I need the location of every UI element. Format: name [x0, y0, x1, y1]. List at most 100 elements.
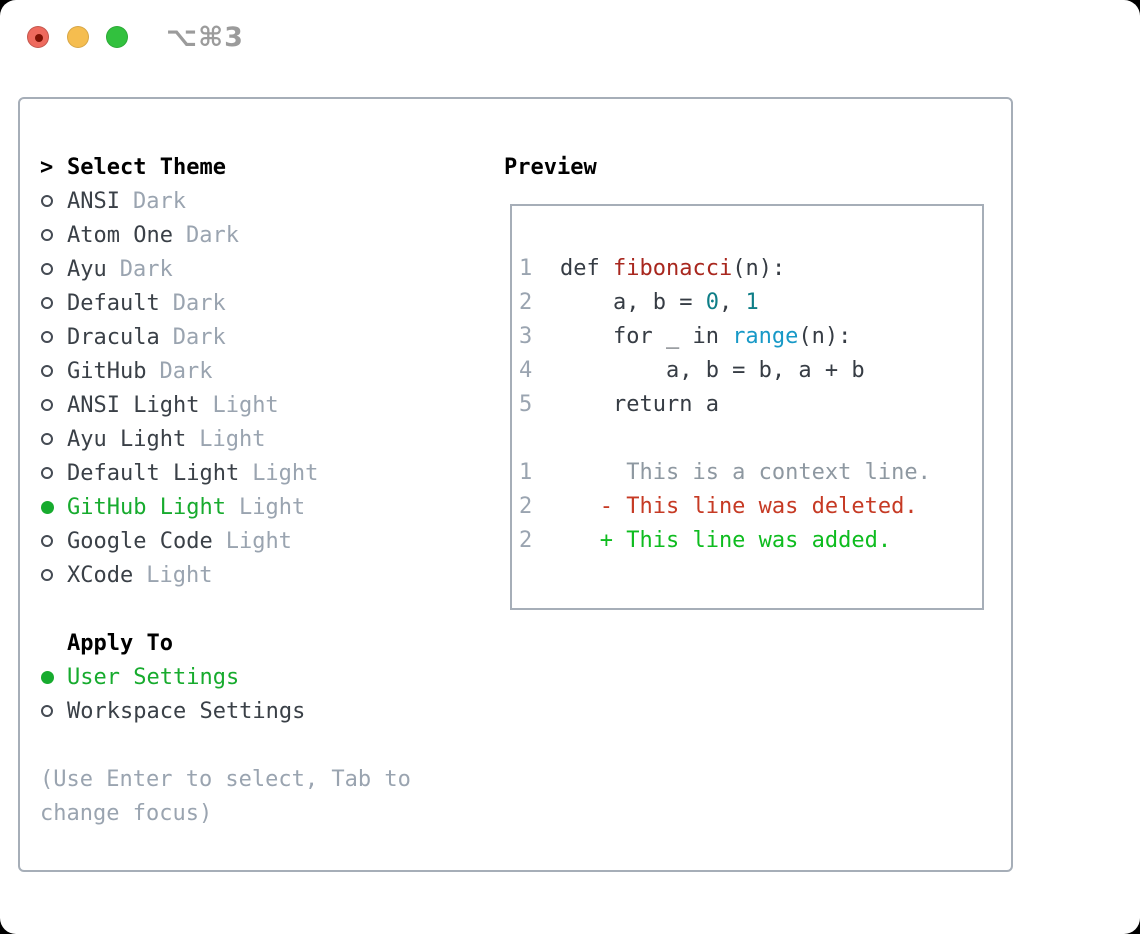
- apply-to-title: Apply To: [40, 626, 411, 660]
- radio-icon: [41, 399, 53, 411]
- theme-name: Dracula: [67, 324, 160, 350]
- diff-line-added: 2 + This line was added.: [519, 523, 931, 557]
- code-line: 2 a, b = 0, 1: [519, 285, 931, 319]
- theme-variant: Dark: [185, 222, 239, 248]
- code-segment: fibonacci: [612, 255, 733, 281]
- theme-option-github-light[interactable]: GitHub Light Light: [40, 490, 411, 524]
- theme-option-ayu[interactable]: Ayu Dark: [40, 252, 411, 286]
- theme-option-xcode[interactable]: XCode Light: [40, 558, 411, 592]
- diff-text: + This line was added.: [560, 527, 892, 553]
- radio-selected-icon: [41, 500, 54, 514]
- theme-variant: Light: [212, 392, 279, 418]
- theme-list-title: > Select Theme: [40, 150, 411, 184]
- line-number: 2: [519, 493, 533, 519]
- line-number: 2: [519, 289, 533, 315]
- line-number: 4: [519, 357, 533, 383]
- theme-name: ANSI Light: [67, 392, 200, 418]
- radio-icon: [41, 365, 53, 377]
- theme-name: XCode: [67, 562, 134, 588]
- line-number: 5: [519, 391, 533, 417]
- theme-option-github[interactable]: GitHub Dark: [40, 354, 411, 388]
- help-text-line: (Use Enter to select, Tab to: [40, 766, 411, 792]
- radio-icon: [41, 467, 53, 479]
- radio-icon: [41, 705, 53, 717]
- code-line: 5 return a: [519, 387, 931, 421]
- code-line: 1 def fibonacci(n):: [519, 251, 931, 285]
- spacer: [40, 592, 411, 626]
- theme-variant: Light: [146, 562, 213, 588]
- radio-icon: [41, 535, 53, 547]
- maximize-button[interactable]: [106, 26, 128, 48]
- apply-option-label: Workspace Settings: [67, 698, 306, 724]
- apply-option-user-settings[interactable]: User Settings: [40, 660, 411, 694]
- code-segment: (n):: [732, 255, 786, 281]
- line-number: 3: [519, 323, 533, 349]
- theme-name: Default Light: [67, 460, 240, 486]
- theme-name: GitHub Light: [67, 494, 226, 520]
- line-number: 2: [519, 527, 533, 553]
- theme-list-title-label: Select Theme: [67, 154, 226, 180]
- radio-icon: [41, 195, 53, 207]
- radio-selected-icon: [41, 670, 54, 684]
- theme-variant: Dark: [132, 188, 186, 214]
- apply-option-workspace-settings[interactable]: Workspace Settings: [40, 694, 411, 728]
- code-segment: def: [560, 255, 613, 281]
- theme-option-ansi[interactable]: ANSI Dark: [40, 184, 411, 218]
- line-number: 1: [519, 459, 533, 485]
- theme-option-atom-one[interactable]: Atom One Dark: [40, 218, 411, 252]
- help-text-line: change focus): [40, 800, 213, 826]
- code-segment: 1: [745, 289, 759, 315]
- diff-line-context: 1 This is a context line.: [519, 455, 931, 489]
- code-line: 4 a, b = b, a + b: [519, 353, 931, 387]
- code-segment: a, b =: [560, 289, 706, 315]
- theme-name: Default: [67, 290, 160, 316]
- close-dot-icon: [35, 34, 43, 42]
- spacer: [519, 421, 931, 455]
- theme-option-ayu-light[interactable]: Ayu Light Light: [40, 422, 411, 456]
- theme-name: Ayu Light: [67, 426, 187, 452]
- code-line: 3 for _ in range(n):: [519, 319, 931, 353]
- theme-name: GitHub: [67, 358, 147, 384]
- theme-name: Ayu: [67, 256, 107, 282]
- close-button[interactable]: [27, 26, 49, 48]
- apply-to-title-label: Apply To: [67, 630, 173, 656]
- code-segment: return a: [560, 391, 719, 417]
- prompt-icon: >: [40, 154, 54, 180]
- minimize-button[interactable]: [67, 26, 89, 48]
- theme-name: Atom One: [67, 222, 173, 248]
- theme-option-google-code[interactable]: Google Code Light: [40, 524, 411, 558]
- radio-icon: [41, 569, 53, 581]
- preview-title: Preview: [504, 154, 597, 180]
- theme-variant: Light: [225, 528, 292, 554]
- apply-option-label: User Settings: [67, 664, 240, 690]
- theme-variant: Light: [199, 426, 266, 452]
- theme-name: Google Code: [67, 528, 213, 554]
- code-segment: (n):: [798, 323, 852, 349]
- line-number: 1: [519, 255, 533, 281]
- theme-variant: Dark: [172, 324, 226, 350]
- code-segment: ,: [718, 289, 746, 315]
- theme-variant: Dark: [119, 256, 173, 282]
- theme-option-default-light[interactable]: Default Light Light: [40, 456, 411, 490]
- theme-variant: Light: [238, 494, 306, 520]
- radio-icon: [41, 331, 53, 343]
- theme-option-default[interactable]: Default Dark: [40, 286, 411, 320]
- theme-name: ANSI: [67, 188, 120, 214]
- theme-variant: Dark: [159, 358, 213, 384]
- window-titlebar: ⌥⌘3: [0, 0, 1140, 74]
- theme-variant: Light: [252, 460, 319, 486]
- diff-text: This is a context line.: [560, 459, 931, 485]
- theme-option-ansi-light[interactable]: ANSI Light Light: [40, 388, 411, 422]
- code-segment: range: [732, 323, 799, 349]
- theme-option-dracula[interactable]: Dracula Dark: [40, 320, 411, 354]
- code-segment: for _ in: [560, 323, 733, 349]
- theme-variant: Dark: [172, 290, 226, 316]
- radio-icon: [41, 297, 53, 309]
- code-segment: 0: [705, 289, 719, 315]
- code-segment: a, b = b, a + b: [560, 357, 865, 383]
